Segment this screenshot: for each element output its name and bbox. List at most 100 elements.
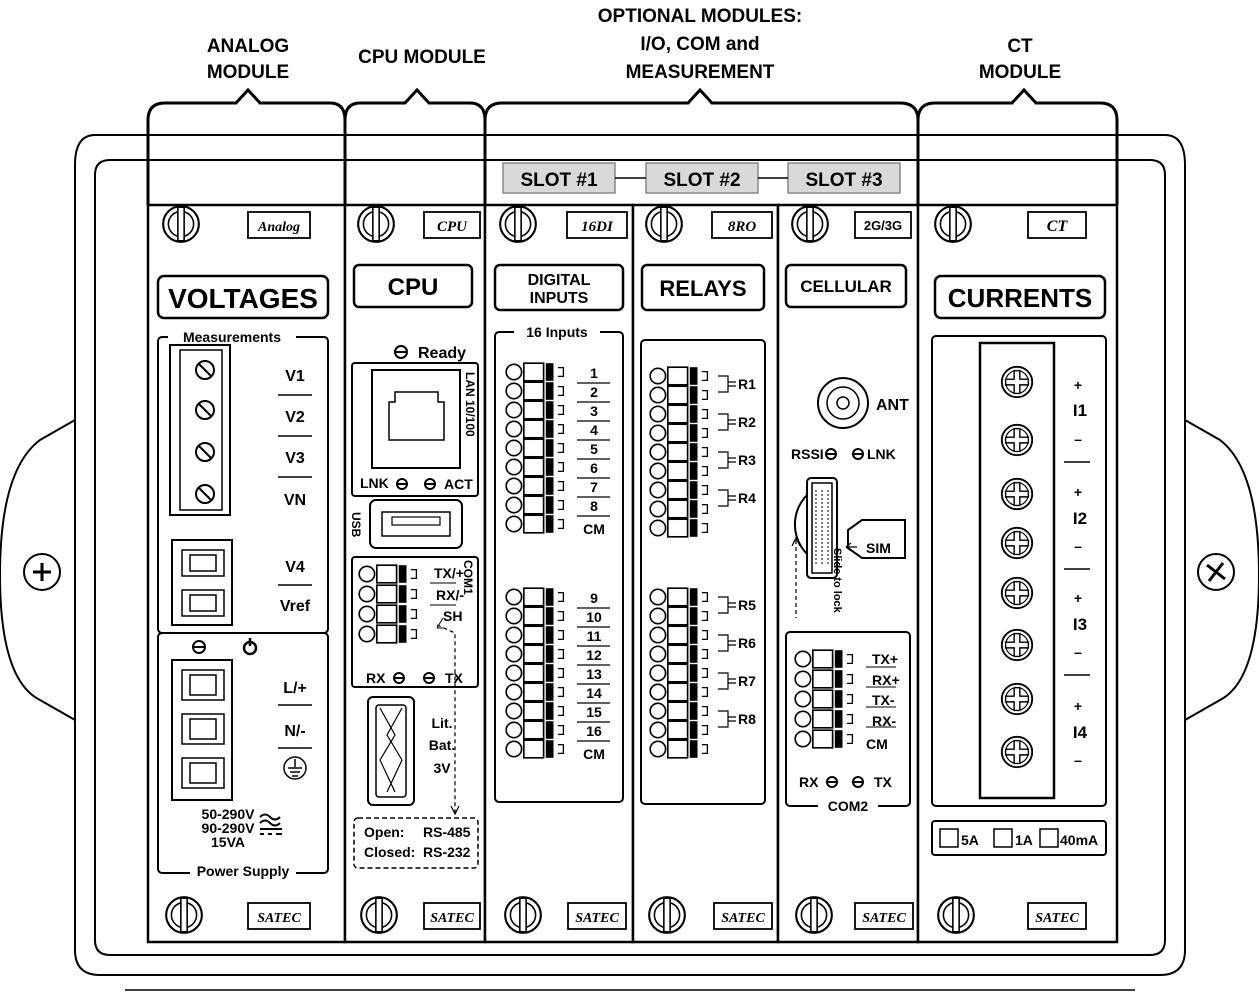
tag-analog: Analog xyxy=(257,220,300,235)
tag-satec-slot2: SATEC xyxy=(721,911,765,926)
com2-label: COM2 xyxy=(828,798,869,814)
act-led-icon xyxy=(424,478,436,490)
channel-i4: I4 xyxy=(1073,723,1088,742)
slot-3-label: SLOT #3 xyxy=(805,170,882,191)
rssi-led-icon xyxy=(825,448,837,460)
rating-line3: 15VA xyxy=(211,834,245,850)
tag-satec-ct: SATEC xyxy=(1035,911,1079,926)
ready-led-icon xyxy=(394,345,408,359)
header-analog-l2: MODULE xyxy=(207,62,289,83)
tag-satec-cpu: SATEC xyxy=(430,911,474,926)
com2-pin-rxm: RX- xyxy=(872,713,896,729)
i3-minus: – xyxy=(1074,644,1082,660)
di-input-6: 6 xyxy=(590,460,598,476)
rating-5a-checkbox xyxy=(939,828,959,848)
rating-1a-checkbox xyxy=(993,828,1013,848)
header-cpu: CPU MODULE xyxy=(358,47,486,68)
measurements-label: Measurements xyxy=(183,329,281,345)
com2-pin-rxp: RX+ xyxy=(872,672,900,688)
header-optional-l2: I/O, COM and xyxy=(640,34,759,55)
com2-pin-txm: TX- xyxy=(872,692,895,708)
ground-icon xyxy=(283,756,307,780)
rating-1a: 1A xyxy=(1015,832,1033,848)
jumper-closed-label: Closed: xyxy=(364,844,415,860)
header-analog-l1: ANALOG xyxy=(207,36,289,57)
i2-plus: + xyxy=(1074,484,1082,500)
antenna-connector-icon xyxy=(817,377,869,429)
tag-satec-analog: SATEC xyxy=(257,911,301,926)
header-brackets xyxy=(146,87,1119,205)
slot-1-label: SLOT #1 xyxy=(520,170,598,191)
com1-pin-tx: TX/+ xyxy=(434,565,464,581)
di-input-13: 13 xyxy=(586,666,602,682)
cell-lnk-led-icon xyxy=(852,448,864,460)
header-labels: ANALOG MODULE CPU MODULE OPTIONAL MODULE… xyxy=(207,6,1061,83)
slide-to-lock-label: Slide to lock xyxy=(831,548,843,614)
relay-r7: R7 xyxy=(738,673,756,689)
voltages-title: VOLTAGES xyxy=(168,283,318,314)
relay-r4: R4 xyxy=(738,490,756,506)
com1-label: COM1 xyxy=(461,560,475,595)
terminal-vn: VN xyxy=(284,492,306,509)
rating-line1: 50-290V xyxy=(202,806,256,822)
terminal-n-minus: N/- xyxy=(284,723,305,740)
di-input-14: 14 xyxy=(586,685,602,701)
cpu-module: CPU Ready LAN 10/100 LNK ACT USB TX/+ RX… xyxy=(349,263,479,869)
di-input-16: 16 xyxy=(586,723,602,739)
tag-satec-slot3: SATEC xyxy=(862,911,906,926)
ac-dc-symbol-icon xyxy=(259,813,282,835)
header-optional-l1: OPTIONAL MODULES: xyxy=(598,6,802,27)
i2-minus: – xyxy=(1074,538,1082,554)
tag-8ro: 8RO xyxy=(728,219,757,235)
relay-r8: R8 xyxy=(738,711,756,727)
slot-2-label: SLOT #2 xyxy=(663,170,740,191)
i1-plus: + xyxy=(1074,377,1082,393)
usb-label: USB xyxy=(349,512,363,538)
battery-label-2: Bat. xyxy=(429,737,455,753)
mount-screw-right-icon xyxy=(1197,553,1235,591)
header-ct-l2: MODULE xyxy=(979,62,1061,83)
ready-label: Ready xyxy=(418,345,466,362)
tag-2g3g: 2G/3G xyxy=(864,218,902,233)
lnk-label: LNK xyxy=(360,475,389,491)
cell-rx-label: RX xyxy=(799,774,819,790)
jumper-open-value: RS-485 xyxy=(423,824,471,840)
top-tags xyxy=(247,211,1087,239)
i3-plus: + xyxy=(1074,590,1082,606)
di-count-label: 16 Inputs xyxy=(526,324,588,340)
com2-pin-cm: CM xyxy=(866,736,888,752)
tag-16di: 16DI xyxy=(581,219,614,235)
di-input-7: 7 xyxy=(590,479,598,495)
channel-i3: I3 xyxy=(1073,615,1087,634)
di-input-11: 11 xyxy=(587,628,602,644)
di-input-12: 12 xyxy=(586,647,602,663)
cpu-tx-label: TX xyxy=(445,670,464,686)
di-title-l1: DIGITAL xyxy=(528,272,591,289)
relay-r5: R5 xyxy=(738,597,756,613)
i4-minus: – xyxy=(1074,752,1082,768)
bottom-tags xyxy=(247,902,1087,930)
i1-minus: – xyxy=(1074,431,1082,447)
cell-lnk-label: LNK xyxy=(867,446,896,462)
mount-screw-left-icon xyxy=(23,553,61,591)
lan-label: LAN 10/100 xyxy=(463,372,477,437)
di-input-4: 4 xyxy=(590,422,598,438)
relay-r6: R6 xyxy=(738,635,756,651)
di-input-3: 3 xyxy=(590,403,598,419)
rating-40ma-checkbox xyxy=(1039,828,1059,848)
tag-cpu: CPU xyxy=(437,219,468,235)
di-title-l2: INPUTS xyxy=(530,290,589,307)
di-input-10: 10 xyxy=(586,609,602,625)
terminal-v3: V3 xyxy=(285,450,305,467)
power-led-icon xyxy=(192,640,206,654)
com1-pin-rx: RX/- xyxy=(436,587,464,603)
sim-label: SIM xyxy=(866,540,891,556)
header-optional-l3: MEASUREMENT xyxy=(626,62,775,83)
voltage-terminal-screws xyxy=(195,360,215,504)
rating-40ma: 40mA xyxy=(1060,832,1098,848)
i4-plus: + xyxy=(1074,698,1082,714)
cpu-tx-led-icon xyxy=(423,672,435,684)
tag-satec-slot1: SATEC xyxy=(575,911,619,926)
channel-i1: I1 xyxy=(1073,401,1087,420)
di-input-1: 1 xyxy=(590,365,598,381)
